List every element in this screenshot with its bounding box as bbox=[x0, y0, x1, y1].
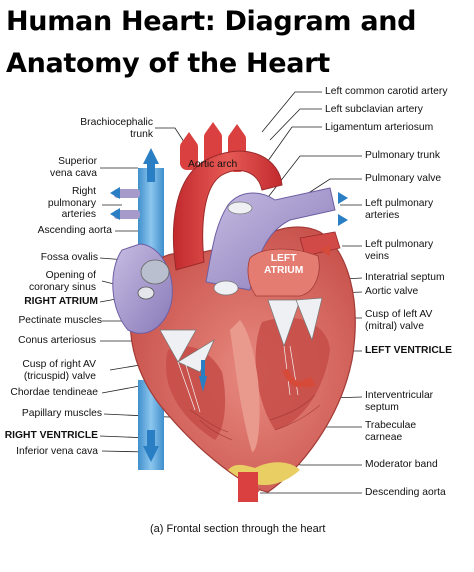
label-aortic-arch: Aortic arch bbox=[188, 159, 238, 170]
label-left-subclavian: Left subclavian artery bbox=[325, 104, 423, 115]
interventricular-septum bbox=[230, 320, 260, 452]
label-svc-line-1: Superior bbox=[58, 156, 97, 167]
figure-caption: (a) Frontal section through the heart bbox=[150, 523, 326, 535]
label-interventricular-septum: Interventricular septum bbox=[365, 390, 433, 413]
right-pulmonary-artery-1 bbox=[114, 189, 140, 198]
label-tc-line-1: Trabeculae bbox=[365, 420, 417, 431]
label-left-common-carotid: Left common carotid artery bbox=[325, 86, 448, 97]
label-descending-aorta: Descending aorta bbox=[365, 487, 446, 498]
label-right-ventricle: RIGHT VENTRICLE bbox=[4, 430, 98, 441]
label-moderator-band: Moderator band bbox=[365, 459, 438, 470]
label-chordae-tendineae: Chordae tendineae bbox=[10, 387, 98, 398]
label-ivs-line-2: septum bbox=[365, 401, 399, 413]
label-conus-arteriosus: Conus arteriosus bbox=[18, 335, 96, 346]
label-lpa-line-1: Left pulmonary bbox=[365, 198, 434, 209]
label-left-pulmonary-arteries: Left pulmonary arteries bbox=[365, 198, 433, 221]
label-ligamentum-arteriosum: Ligamentum arteriosum bbox=[325, 122, 434, 133]
label-cusp-right-line-1: Cusp of right AV bbox=[22, 359, 96, 370]
title-line-2: Anatomy of the Heart bbox=[6, 48, 330, 79]
label-ascending-aorta: Ascending aorta bbox=[37, 225, 112, 236]
label-cusp-left-line-1: Cusp of left AV bbox=[365, 309, 433, 320]
label-ivs-line-1: Interventricular bbox=[365, 390, 434, 401]
label-right-atrium: RIGHT ATRIUM bbox=[24, 296, 98, 307]
descending-aorta bbox=[238, 472, 258, 502]
label-right-pulmonary-arteries: Right pulmonary arteries bbox=[48, 186, 96, 221]
label-interatrial-septum: Interatrial septum bbox=[365, 272, 445, 283]
label-trabeculae-carneae: Trabeculae carneae bbox=[365, 420, 416, 443]
label-brachiocephalic-line-2: trunk bbox=[130, 128, 153, 140]
label-cusp-right-line-2: (tricuspid) valve bbox=[23, 370, 96, 382]
label-lpv-line-2: veins bbox=[365, 250, 390, 262]
label-lpa-line-2: arteries bbox=[365, 209, 400, 221]
label-cusp-left-line-2: (mitral) valve bbox=[365, 320, 424, 332]
coronary-sinus-opening bbox=[137, 286, 155, 300]
label-pulmonary-trunk: Pulmonary trunk bbox=[365, 150, 440, 161]
label-rpa-line-2: pulmonary bbox=[47, 197, 96, 209]
label-left-pulmonary-veins: Left pulmonary veins bbox=[365, 239, 433, 262]
label-cusp-left-av: Cusp of left AV (mitral) valve bbox=[365, 309, 432, 332]
label-pulmonary-valve: Pulmonary valve bbox=[365, 173, 442, 184]
label-left-atrium: LEFT ATRIUM bbox=[264, 253, 303, 276]
label-superior-vena-cava: Superior vena cava bbox=[50, 156, 97, 179]
label-aortic-valve: Aortic valve bbox=[365, 286, 419, 297]
label-rpa-line-3: arteries bbox=[61, 209, 96, 220]
trabeculae-texture bbox=[189, 394, 321, 441]
aorta bbox=[172, 150, 283, 271]
fossa-ovalis bbox=[140, 259, 170, 285]
page-title: Human Heart: Diagram and Anatomy of the … bbox=[6, 0, 417, 85]
label-tc-line-2: carneae bbox=[365, 431, 403, 443]
label-opening-coronary-sinus: Opening of coronary sinus bbox=[29, 270, 96, 293]
label-svc-line-2: vena cava bbox=[50, 167, 97, 179]
left-ventricle-cavity bbox=[255, 317, 330, 430]
blood-flow-blue-arrows bbox=[110, 148, 348, 462]
label-lpv-line-1: Left pulmonary bbox=[365, 239, 434, 250]
right-pulmonary-artery-2 bbox=[114, 210, 140, 219]
label-pectinate-muscles: Pectinate muscles bbox=[18, 315, 102, 326]
label-left-atrium-line-1: LEFT bbox=[270, 253, 297, 264]
label-ocs-line-1: Opening of bbox=[45, 270, 96, 281]
title-line-1: Human Heart: Diagram and bbox=[6, 6, 417, 37]
label-brachiocephalic-line-1: Brachiocephalic bbox=[80, 117, 153, 128]
left-atrium bbox=[247, 248, 320, 297]
label-ocs-line-2: coronary sinus bbox=[29, 281, 96, 293]
label-brachiocephalic-trunk: Brachiocephalic trunk bbox=[80, 117, 153, 140]
label-left-atrium-line-2: ATRIUM bbox=[264, 264, 304, 276]
label-fossa-ovalis: Fossa ovalis bbox=[40, 252, 98, 263]
label-rpa-line-1: Right bbox=[71, 186, 96, 197]
label-papillary-muscles: Papillary muscles bbox=[21, 408, 102, 419]
label-cusp-right-av: Cusp of right AV (tricuspid) valve bbox=[22, 359, 96, 382]
label-inferior-vena-cava: Inferior vena cava bbox=[16, 446, 98, 457]
valves bbox=[159, 201, 323, 373]
label-left-ventricle: LEFT VENTRICLE bbox=[365, 345, 452, 356]
